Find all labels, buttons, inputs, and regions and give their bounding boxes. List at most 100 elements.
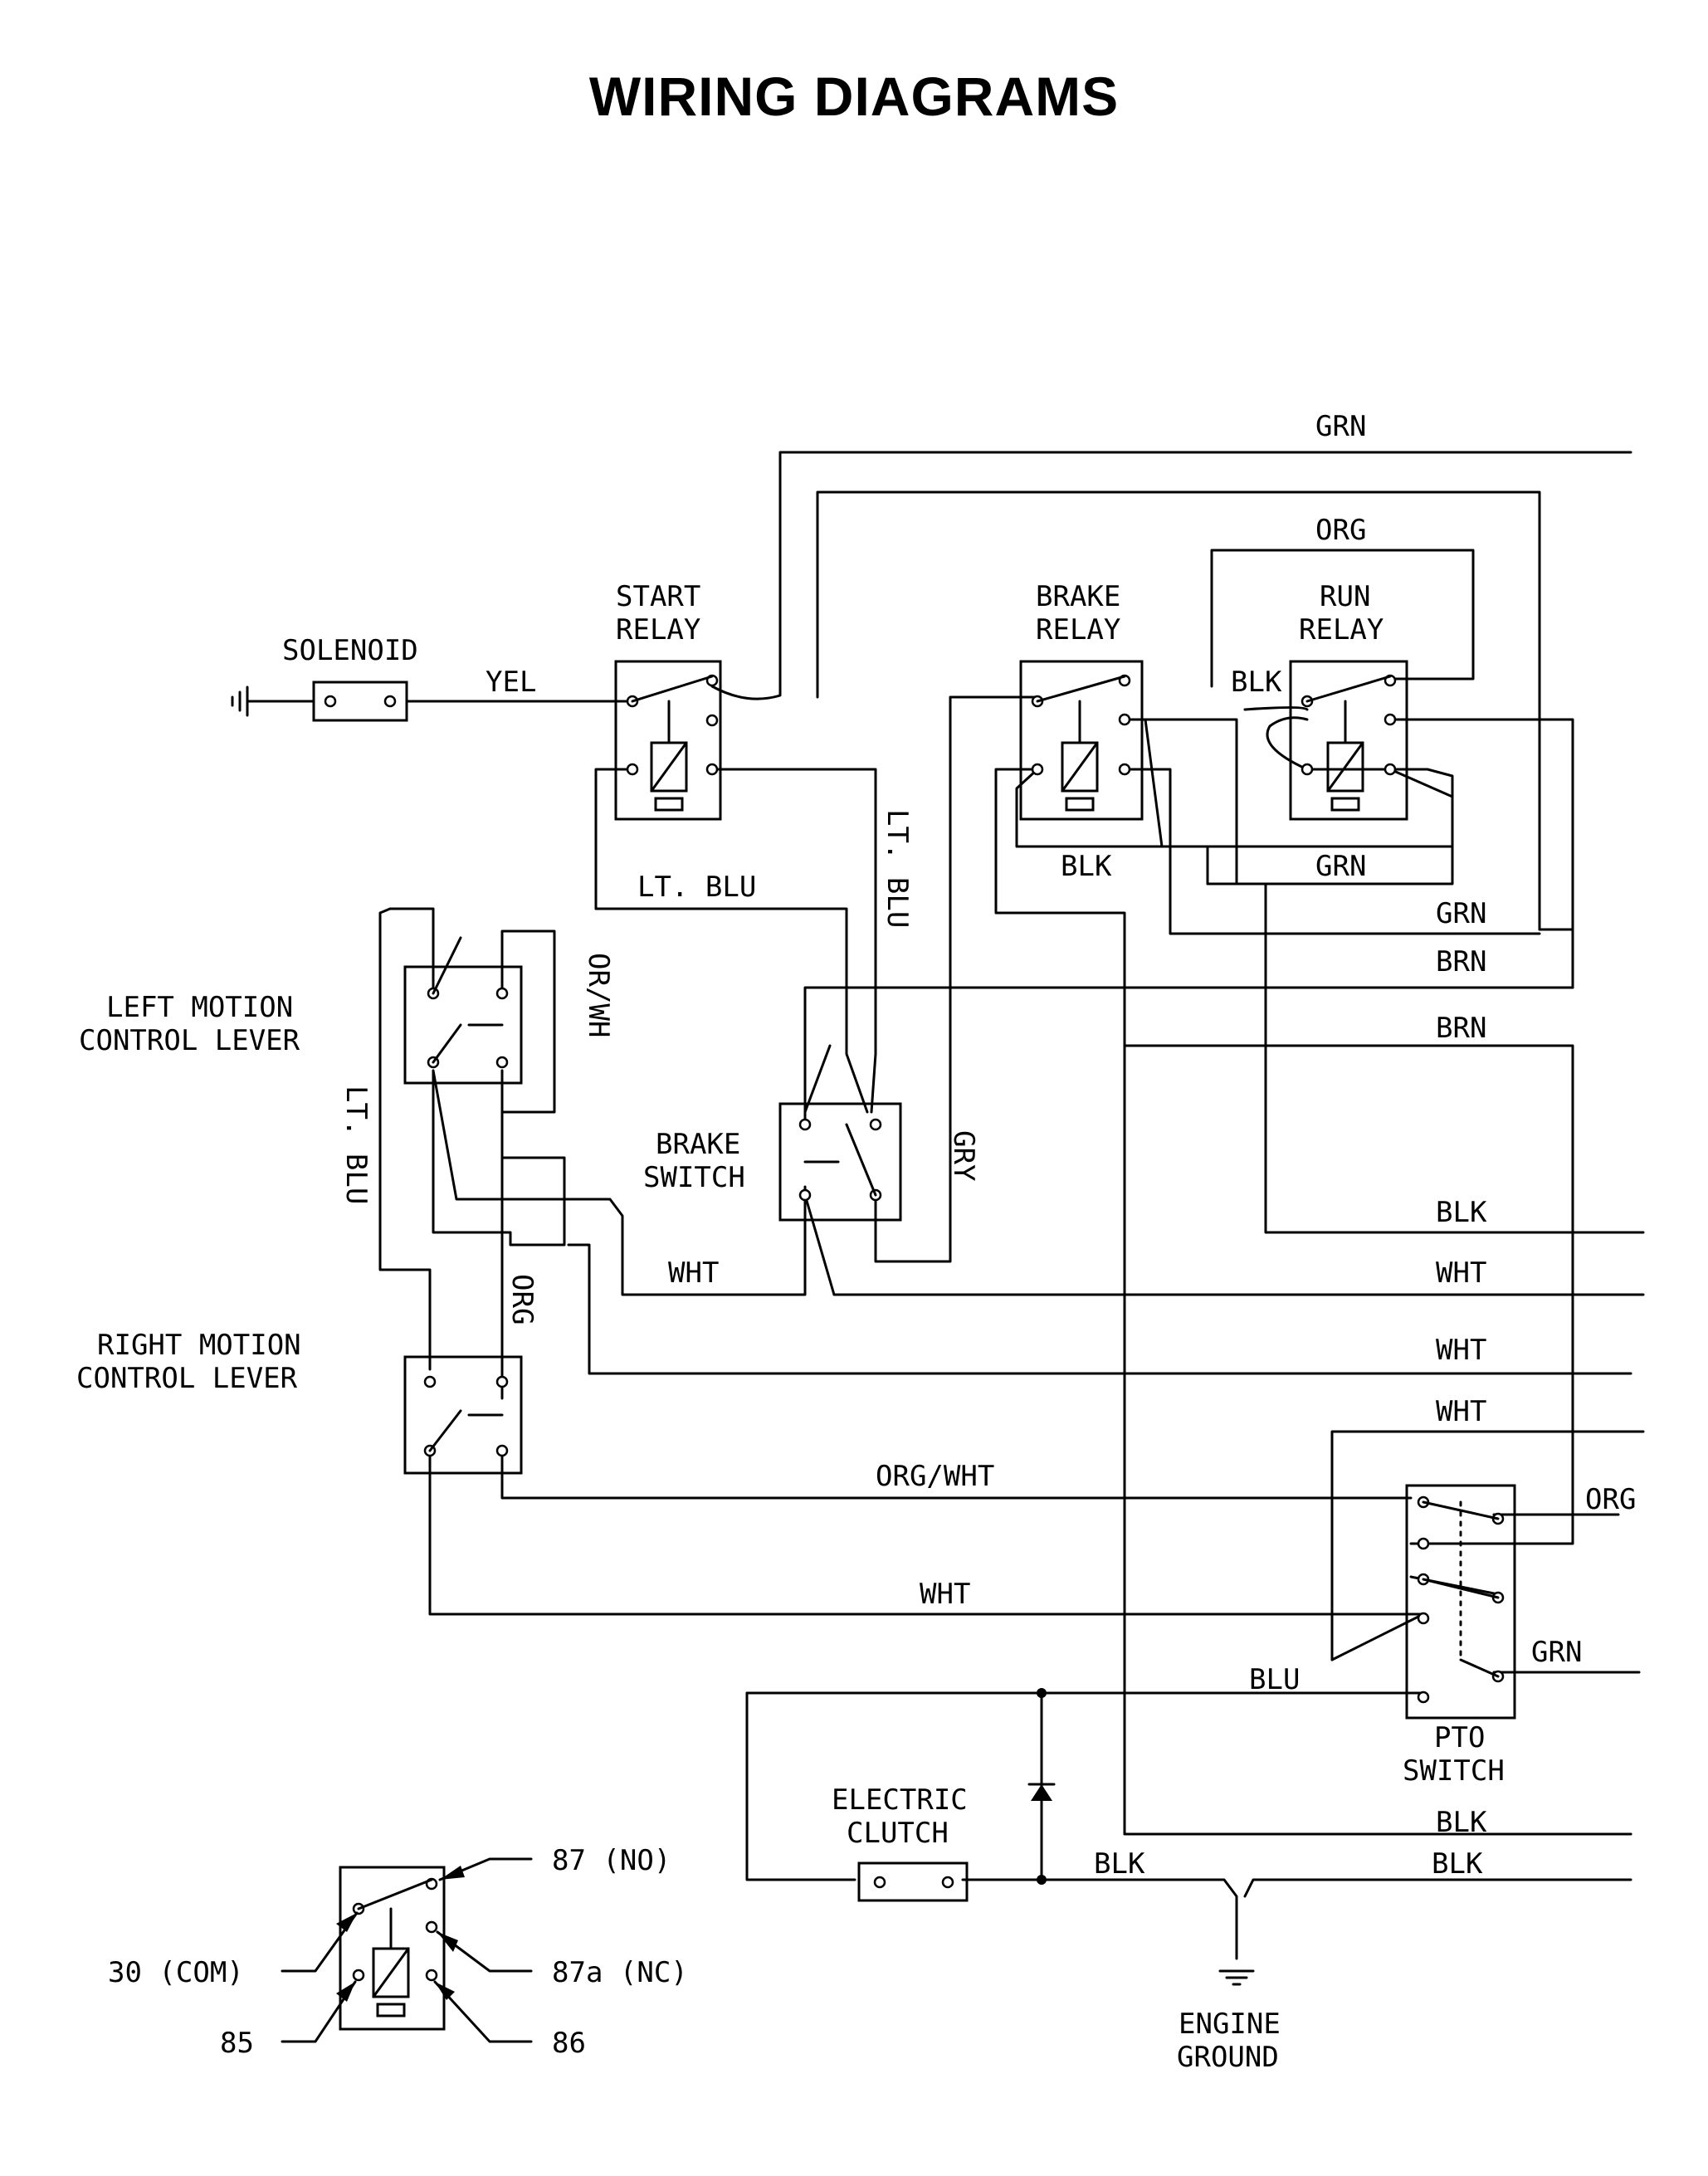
wire-label-grn-right: GRN <box>1436 897 1486 930</box>
ground-symbol-sol <box>231 685 249 717</box>
wire-label-lt-blu-v2: LT. BLU <box>339 1086 373 1204</box>
legend-85: 85 <box>220 2027 254 2060</box>
page-title: WIRING DIAGRAMS <box>588 66 1120 127</box>
label-brake-relay-1: BRAKE <box>1036 580 1120 613</box>
wire-lever-to-wht3 <box>567 1243 1632 1375</box>
wire-label-blk-b1: BLK <box>1436 1806 1487 1839</box>
brake-switch-box <box>778 1102 902 1222</box>
label-start-relay-1: START <box>616 580 700 613</box>
wire-org-v <box>500 1156 1413 1500</box>
wire-label-grn-pto: GRN <box>1531 1636 1582 1669</box>
legend-no: 87 (NO) <box>552 1844 671 1877</box>
wire-clutch-loop <box>745 1691 856 1881</box>
wire-label-gry: GRY <box>947 1130 980 1181</box>
label-right-lever-2: CONTROL LEVER <box>76 1362 298 1395</box>
wire-label-wht-brake: WHT <box>668 1256 719 1290</box>
wire-blk-right <box>1264 882 1645 1234</box>
engine-ground-icon <box>1218 1969 1255 1986</box>
label-start-relay-2: RELAY <box>616 613 700 646</box>
wire-label-or-wh: OR/WH <box>582 953 615 1037</box>
legend-labels: 87 (NO) 30 (COM) 87a (NC) 85 86 <box>108 1844 688 2060</box>
wire-label-grn-relays: GRN <box>1315 850 1366 883</box>
wire-label-blu: BLU <box>1249 1663 1300 1696</box>
wire-label-wht-1: WHT <box>1436 1256 1486 1290</box>
wire-blk-b2 <box>1243 1878 1632 1898</box>
wire-left-lever-top <box>378 907 435 1371</box>
label-brake-switch-1: BRAKE <box>656 1128 740 1161</box>
wire-left-lever-drop <box>432 1069 566 1247</box>
solenoid-box <box>312 681 408 722</box>
wire-brake-relay-1 <box>994 768 1632 1836</box>
wire-blk-run <box>1243 706 1309 711</box>
wire-brake-sw-diag <box>803 1044 832 1114</box>
wire-label-blk-right: BLK <box>1436 1196 1487 1229</box>
wire-label-wht-2: WHT <box>1436 1334 1486 1367</box>
wire-wht-3 <box>1330 1430 1645 1661</box>
wire-grn-top <box>710 451 1632 700</box>
label-brake-relay-2: RELAY <box>1036 613 1120 646</box>
run-relay-box <box>1289 660 1408 821</box>
wire-brn-1 <box>1388 718 1574 989</box>
electric-clutch-box <box>857 1861 969 1902</box>
left-lever-box <box>403 936 523 1085</box>
wire-run-grn <box>1206 768 1454 886</box>
wire-label-org-v: ORG <box>505 1274 539 1325</box>
wire-label-lt-blu-v1: LT. BLU <box>881 809 914 928</box>
label-right-lever-1: RIGHT MOTION <box>97 1329 301 1362</box>
wire-loop-top <box>816 490 1547 931</box>
brake-relay-box <box>1019 660 1144 821</box>
wire-label-blk-b2: BLK <box>1432 1847 1483 1881</box>
wire-or-wh <box>500 929 556 1114</box>
legend-com: 30 (COM) <box>108 1956 244 1989</box>
wire-label-yel: YEL <box>486 666 536 699</box>
wire-wht-pto-left <box>1330 1612 1425 1661</box>
wire-label-org-wht: ORG/WHT <box>876 1460 994 1493</box>
wire-label-wht-bottom: WHT <box>920 1578 970 1611</box>
wire-label-org-top: ORG <box>1315 514 1366 547</box>
wire-brake-sw-wht <box>803 1193 1632 1296</box>
wire-brake-relay-2 <box>1123 718 1454 848</box>
label-run-relay-1: RUN <box>1320 580 1370 613</box>
diode <box>1027 1688 1056 1885</box>
wire-label-grn-top: GRN <box>1315 410 1366 443</box>
label-pto-switch-2: SWITCH <box>1403 1754 1505 1788</box>
legend-nc: 87a (NC) <box>552 1956 688 1989</box>
wire-label-brn-1: BRN <box>1436 945 1486 978</box>
legend-relay-box <box>281 1857 533 2043</box>
label-electric-clutch-2: CLUTCH <box>847 1817 949 1850</box>
wire-clutch-blk <box>961 1878 1238 1960</box>
wire-label-blk-run: BLK <box>1231 666 1282 699</box>
label-electric-clutch-1: ELECTRIC <box>832 1783 968 1817</box>
wire-lt-blu-v <box>710 768 877 1114</box>
wire-run-relay-loop <box>1266 716 1309 771</box>
right-lever-box <box>403 1355 523 1475</box>
wire-brake-relay-3 <box>1123 768 1541 935</box>
wire-start-left <box>594 768 634 910</box>
label-pto-switch-1: PTO <box>1434 1721 1485 1754</box>
wire-label-blk-relays: BLK <box>1061 850 1112 883</box>
wire-brake-relay-blk <box>1015 768 1164 848</box>
wire-lt-blu-h <box>594 907 869 1114</box>
wire-org-top <box>1210 549 1475 688</box>
wire-labels: GRN ORG YEL BLK BLK GRN GRN BRN BRN LT. … <box>339 410 1636 1881</box>
start-relay-box <box>614 660 722 821</box>
wire-label-brn-2: BRN <box>1436 1012 1486 1045</box>
wire-label-org-pto: ORG <box>1585 1483 1636 1516</box>
pto-switch-box <box>1405 1484 1516 1720</box>
label-run-relay-2: RELAY <box>1299 613 1383 646</box>
wire-gry <box>874 695 1039 1263</box>
legend-86: 86 <box>552 2027 586 2060</box>
wire-wht-bottom <box>428 1455 1425 1616</box>
label-left-lever-1: LEFT MOTION <box>106 991 293 1024</box>
wire-left-diag <box>432 1069 807 1296</box>
wire-label-lt-blu-h: LT. BLU <box>637 871 756 904</box>
label-engine-ground-2: GROUND <box>1177 2041 1279 2074</box>
label-left-lever-2: CONTROL LEVER <box>79 1024 300 1057</box>
wire-label-blk-clutch: BLK <box>1094 1847 1145 1881</box>
label-brake-switch-2: SWITCH <box>643 1161 745 1194</box>
label-solenoid: SOLENOID <box>282 634 418 667</box>
label-engine-ground-1: ENGINE <box>1179 2008 1281 2041</box>
component-labels: SOLENOID START RELAY BRAKE RELAY RUN REL… <box>76 580 1505 2074</box>
wire-label-wht-3: WHT <box>1436 1395 1486 1428</box>
